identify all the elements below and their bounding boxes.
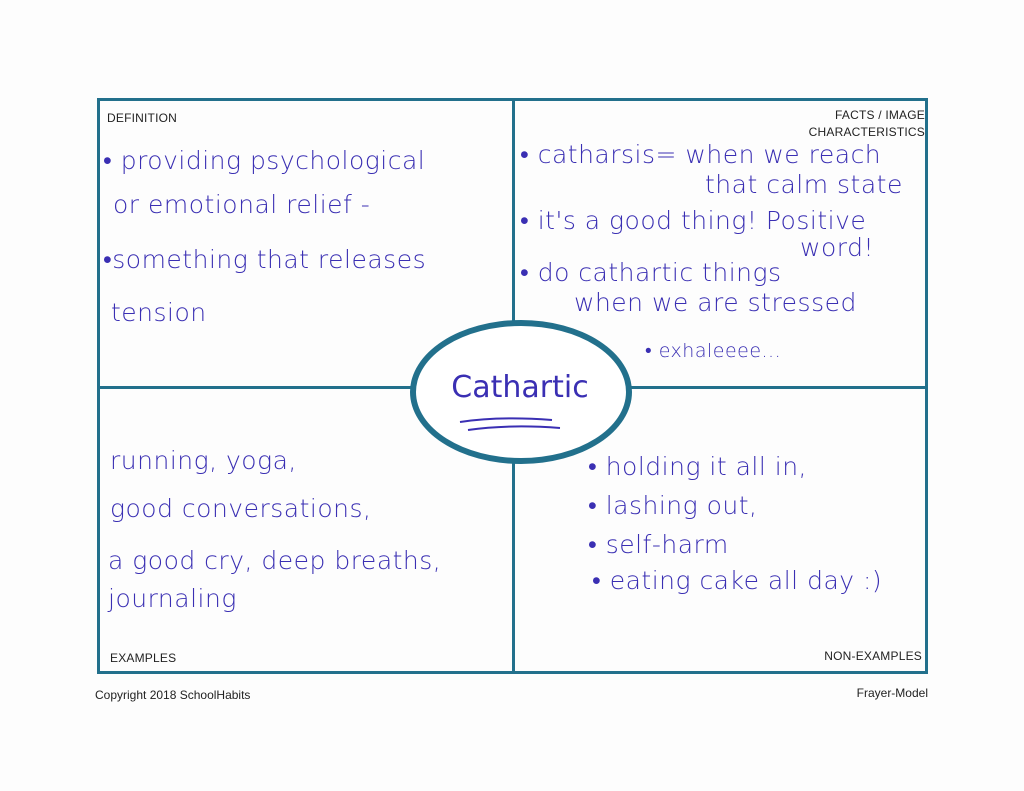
definition-line: or emotional relief - <box>113 190 371 219</box>
copyright-text: Copyright 2018 SchoolHabits <box>95 688 251 702</box>
definition-line: • providing psychological <box>103 146 426 175</box>
examples-label: EXAMPLES <box>110 651 177 665</box>
example-line: journaling <box>108 584 237 613</box>
underline-squiggle <box>459 417 561 431</box>
facts-label: FACTS / IMAGE <box>835 108 925 122</box>
non-example-line: • eating cake all day :) <box>592 566 883 595</box>
example-line: good conversations, <box>110 494 372 523</box>
center-ellipse <box>410 320 632 464</box>
example-line: a good cry, deep breaths, <box>108 546 442 575</box>
non-example-line: • lashing out, <box>588 491 758 520</box>
facts-line: • do cathartic things <box>520 258 782 287</box>
center-word: Cathartic <box>451 370 589 405</box>
facts-line: • exhaleeee... <box>645 340 782 362</box>
non-example-line: • holding it all in, <box>588 452 807 481</box>
definition-line: •something that releases <box>103 245 427 274</box>
definition-label: DEFINITION <box>107 111 177 125</box>
facts-line: when we are stressed <box>574 288 857 317</box>
definition-line: tension <box>111 298 207 327</box>
facts-line: • catharsis= when we reach <box>520 140 882 169</box>
non-example-line: • self-harm <box>588 530 729 559</box>
characteristics-label: CHARACTERISTICS <box>808 125 925 139</box>
example-line: running, yoga, <box>110 446 297 475</box>
facts-line: word! <box>800 233 874 262</box>
facts-line: that calm state <box>705 170 903 199</box>
non-examples-label: NON-EXAMPLES <box>824 649 922 663</box>
model-name-text: Frayer-Model <box>856 686 928 700</box>
facts-line: • it's a good thing! Positive <box>520 206 867 235</box>
